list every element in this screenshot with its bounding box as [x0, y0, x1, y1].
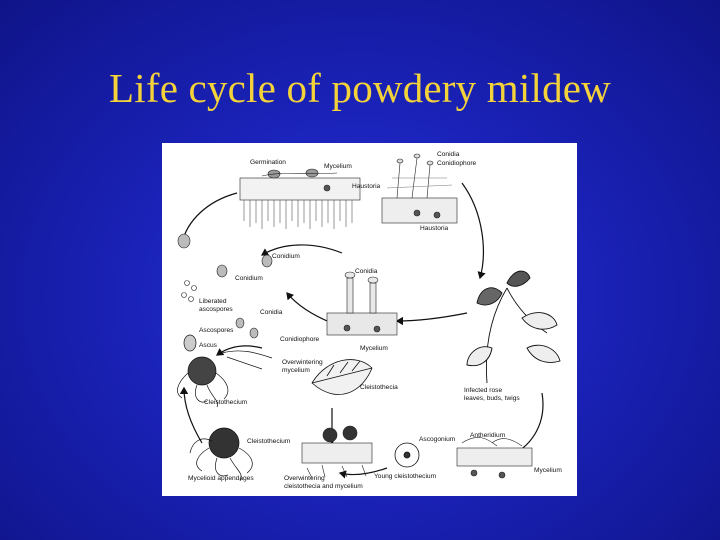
label-cleistothecium-low: Cleistothecium [247, 438, 291, 445]
overwintering-leaf [311, 359, 373, 395]
label-antheridium: Antheridium [470, 432, 506, 439]
cycle-arrow-left-up [179, 386, 203, 444]
label-haustoria-top: Haustoria [352, 183, 381, 190]
label-mycelium-overwintering: mycelium [282, 367, 310, 374]
cycle-arrow-right-down [461, 182, 486, 280]
label-cleistothecium-left: Cleistothecium [204, 399, 248, 406]
cycle-arrow-inner-mid [286, 292, 333, 324]
label-overwintering-low: Overwintering [284, 475, 325, 482]
label-young-cleistothecium: Young cleistothecium [374, 473, 437, 480]
cycle-arrow-top-left [179, 192, 238, 245]
life-cycle-diagram: Germination Mycelium Haustoria Conidia C… [162, 143, 577, 496]
label-mycelium-mid: Mycelium [360, 345, 388, 352]
label-conidia-top: Conidia [437, 151, 460, 158]
cycle-arrow-left-short [216, 345, 263, 356]
label-conidiophore-top: Conidiophore [437, 160, 477, 167]
slide-title: Life cycle of powdery mildew [109, 65, 611, 111]
label-cleistothecia-mid: Cleistothecia [360, 384, 398, 391]
spores-left [177, 233, 273, 339]
cycle-arrow-bottom [338, 467, 388, 479]
conidiophore-cluster-top [381, 153, 458, 224]
leaf-section-bottom [301, 425, 373, 479]
leaf-section-top [239, 168, 361, 229]
label-leaves: leaves, buds, twigs [464, 395, 520, 402]
diagram-drawing [177, 153, 561, 482]
label-conidium-mid: Conidium [272, 253, 300, 260]
label-ascus: Ascus [199, 342, 217, 349]
label-germination: Germination [250, 159, 286, 166]
label-liberated: Liberated [199, 298, 227, 305]
label-mycelioid-appendages: Mycelioid appendages [188, 475, 254, 482]
label-conidium-left: Conidium [235, 275, 263, 282]
label-overwintering: Overwintering [282, 359, 323, 366]
cycle-arrow-inner-right [395, 312, 468, 326]
cleistothecium-upper [177, 334, 273, 408]
label-infected: Infected rose [464, 387, 503, 394]
label-mycelium-low: Mycelium [534, 467, 562, 474]
label-conidiophore-mid: Conidiophore [280, 336, 320, 343]
rose-plant [466, 270, 561, 384]
label-conidia-lower: Conidia [260, 309, 283, 316]
label-conidia-mid: Conidia [355, 268, 378, 275]
label-haustoria-right: Haustoria [420, 225, 449, 232]
label-ascospores-liberated: ascospores [199, 306, 233, 313]
cycle-arrow-inner-top [260, 244, 343, 256]
conidiophore-cluster-mid [326, 271, 398, 336]
antheridium-section [456, 437, 533, 479]
label-ascogonium: Ascogonium [419, 436, 456, 443]
cleistothecium-lower [189, 427, 253, 482]
label-cleistothecia-and-mycelium: cleistothecia and mycelium [284, 483, 363, 490]
label-ascospores: Ascospores [199, 327, 234, 334]
label-mycelium-top: Mycelium [324, 163, 352, 170]
young-cleistothecium [394, 442, 420, 468]
